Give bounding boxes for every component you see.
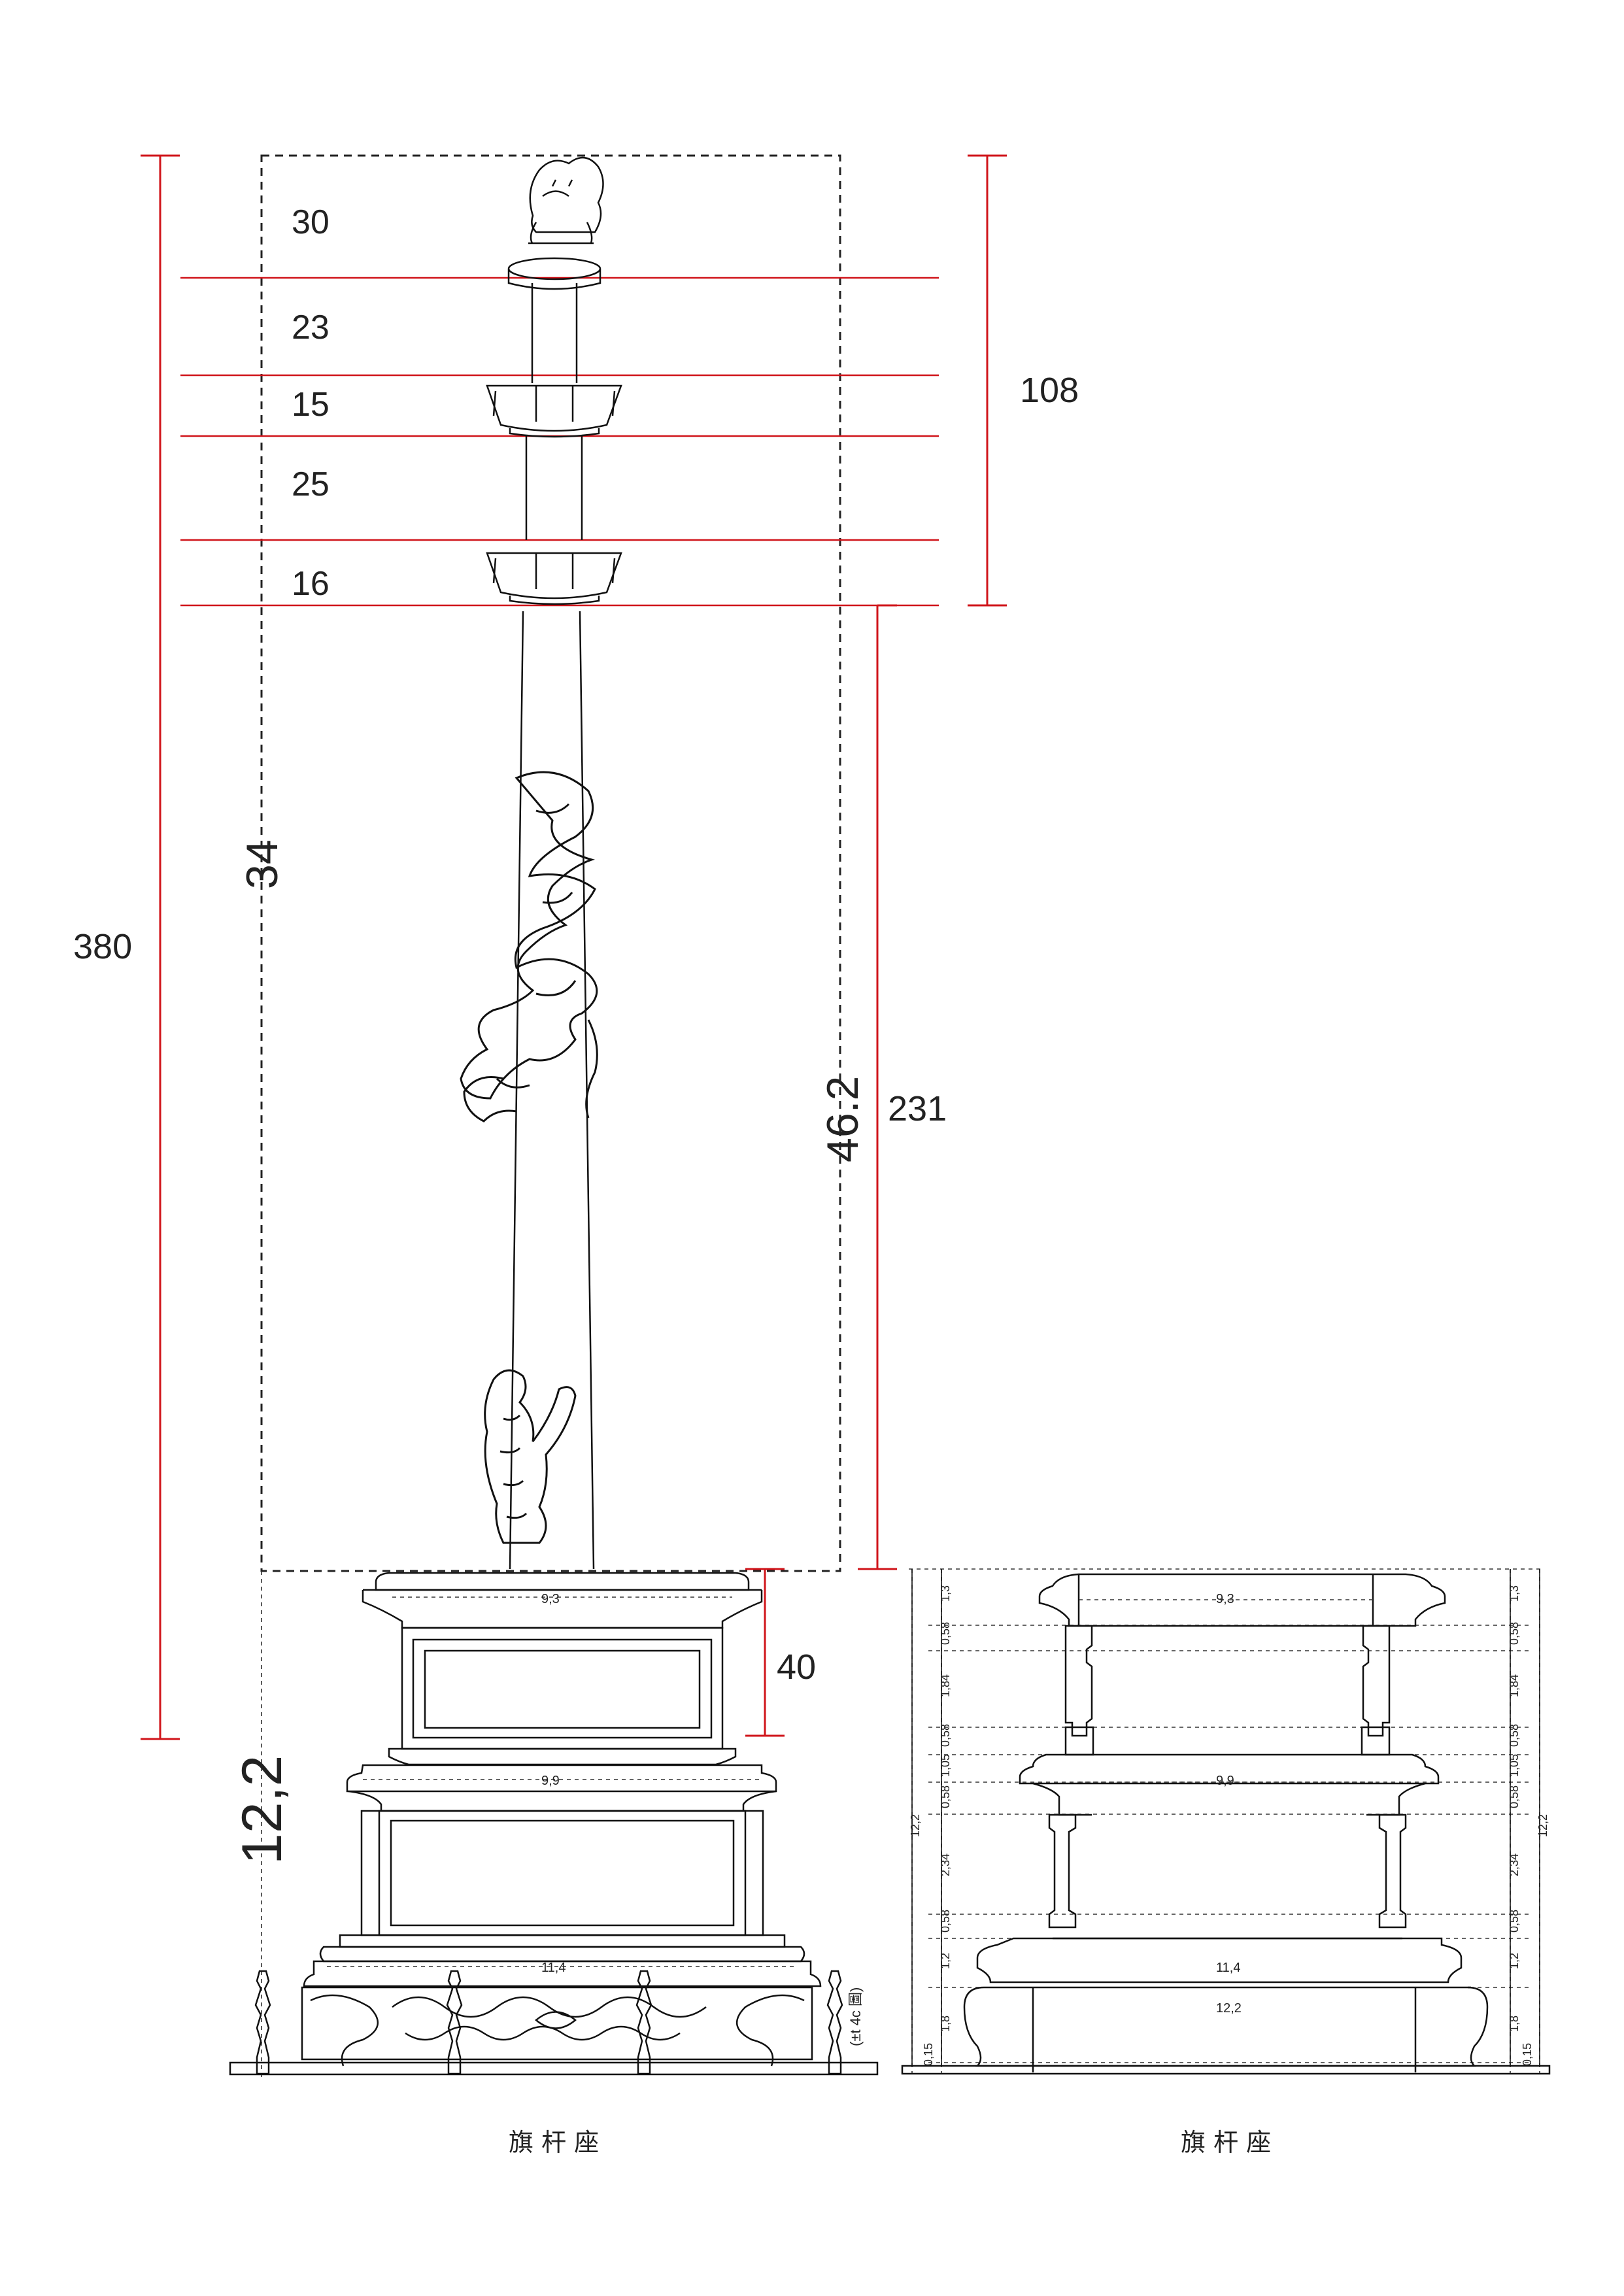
section-dim-left-2: 1,84 bbox=[939, 1674, 952, 1697]
pedestal-upper-tier bbox=[362, 1572, 763, 1766]
base-width-label: 12,2 bbox=[231, 1755, 294, 1865]
section-dim-left-7: 0,58 bbox=[939, 1910, 952, 1933]
dragon-carving bbox=[460, 771, 598, 1123]
upper-total-label: 108 bbox=[1020, 371, 1079, 410]
bounding-box bbox=[260, 154, 841, 1572]
segment-label-4: 25 bbox=[292, 465, 330, 503]
segment-label-3: 15 bbox=[292, 386, 330, 424]
section-middle-flange bbox=[1019, 1753, 1440, 1816]
pole-length-left-label: 34 bbox=[237, 839, 287, 889]
section-dim-left-3: 0,58 bbox=[939, 1724, 952, 1747]
dim-lower-pole bbox=[858, 604, 897, 1570]
section-lines bbox=[180, 277, 939, 607]
dim-base bbox=[745, 1568, 785, 1737]
section-dim-right-9: 1,8 bbox=[1508, 2016, 1521, 2032]
elevation-caption: 旗 杆 座 bbox=[509, 2128, 599, 2157]
segment-label-2: 23 bbox=[292, 309, 330, 346]
section-top-width: 9,3 bbox=[1216, 1592, 1234, 1606]
pedestal-section: 9,3 9,9 11,4 12,2 1,3 0,58 1,84 0,58 1,0… bbox=[901, 1568, 1551, 2157]
section-dim-right-6: 2,34 bbox=[1508, 1853, 1521, 1876]
section-dim-right-0: 1,3 bbox=[1508, 1585, 1521, 1602]
section-dim-right-3: 0,58 bbox=[1508, 1724, 1521, 1747]
pole-length-label: 46.2 bbox=[818, 1076, 868, 1162]
section-dim-left-0: 1,3 bbox=[939, 1585, 952, 1602]
section-dim-left-10: 0,15 bbox=[922, 2043, 935, 2066]
section-bottom-width: 12,2 bbox=[1216, 2001, 1242, 2016]
segment-label-1: 30 bbox=[292, 203, 330, 241]
upper-pole bbox=[525, 283, 583, 540]
section-dim-right-5: 0,58 bbox=[1508, 1785, 1521, 1808]
section-dim-right-4: 1,05 bbox=[1508, 1754, 1521, 1777]
pedestal-middle-tier bbox=[319, 1764, 805, 1963]
section-dim-left-1: 0,58 bbox=[939, 1622, 952, 1645]
section-dim-right-10: 0,15 bbox=[1521, 2043, 1534, 2066]
section-dim-right-1: 0,58 bbox=[1508, 1622, 1521, 1645]
base-height-label: 40 bbox=[777, 1647, 816, 1687]
dim-upper bbox=[968, 154, 1007, 607]
tier-width-top: 9,3 bbox=[541, 1592, 560, 1606]
section-dim-chains bbox=[911, 1569, 1540, 2066]
section-total-right: 12,2 bbox=[1536, 1814, 1549, 1837]
overall-height-label: 380 bbox=[73, 927, 132, 966]
section-dim-left-6: 2,34 bbox=[939, 1853, 952, 1876]
lower-pole-label: 231 bbox=[888, 1089, 947, 1128]
section-top-slab bbox=[1038, 1573, 1446, 1627]
tier-width-mid: 9,9 bbox=[541, 1774, 560, 1788]
section-dim-left-5: 0,58 bbox=[939, 1785, 952, 1808]
carved-frieze bbox=[301, 1986, 813, 2067]
tier-width-low: 11,4 bbox=[541, 1961, 566, 1975]
section-dim-right-8: 1,2 bbox=[1508, 1953, 1521, 1969]
main-pole bbox=[509, 611, 595, 1570]
bowl-lower bbox=[486, 552, 622, 605]
bowl-upper bbox=[486, 384, 622, 438]
section-low-width: 11,4 bbox=[1216, 1961, 1240, 1975]
side-note: (±t 4c 圖) bbox=[847, 1987, 864, 2046]
section-caption: 旗 杆 座 bbox=[1181, 2128, 1271, 2157]
tiger-carving bbox=[484, 1369, 577, 1544]
dim-overall bbox=[141, 154, 180, 1740]
section-lower-posts bbox=[1048, 1814, 1407, 1940]
section-dim-right-2: 1,84 bbox=[1508, 1674, 1521, 1697]
section-dim-right-7: 0,58 bbox=[1508, 1910, 1521, 1933]
section-levels bbox=[928, 1625, 1530, 2063]
segment-label-5: 16 bbox=[292, 565, 330, 603]
section-dim-left-8: 1,2 bbox=[939, 1953, 952, 1969]
section-dim-left-9: 1,8 bbox=[939, 2016, 952, 2032]
section-dim-left-4: 1,05 bbox=[939, 1754, 952, 1777]
section-upper-posts bbox=[1064, 1625, 1391, 1756]
flagpole-elevation: 30 23 15 25 16 108 380 231 40 34 46.2 12… bbox=[73, 154, 1079, 2157]
ground-slab bbox=[229, 2061, 879, 2076]
pedestal-lower-tier bbox=[303, 1960, 822, 1987]
section-total-left: 12,2 bbox=[909, 1814, 922, 1837]
section-bottom-base bbox=[901, 1937, 1551, 2075]
section-mid-width: 9,9 bbox=[1216, 1774, 1234, 1788]
lion-finial bbox=[507, 157, 604, 290]
